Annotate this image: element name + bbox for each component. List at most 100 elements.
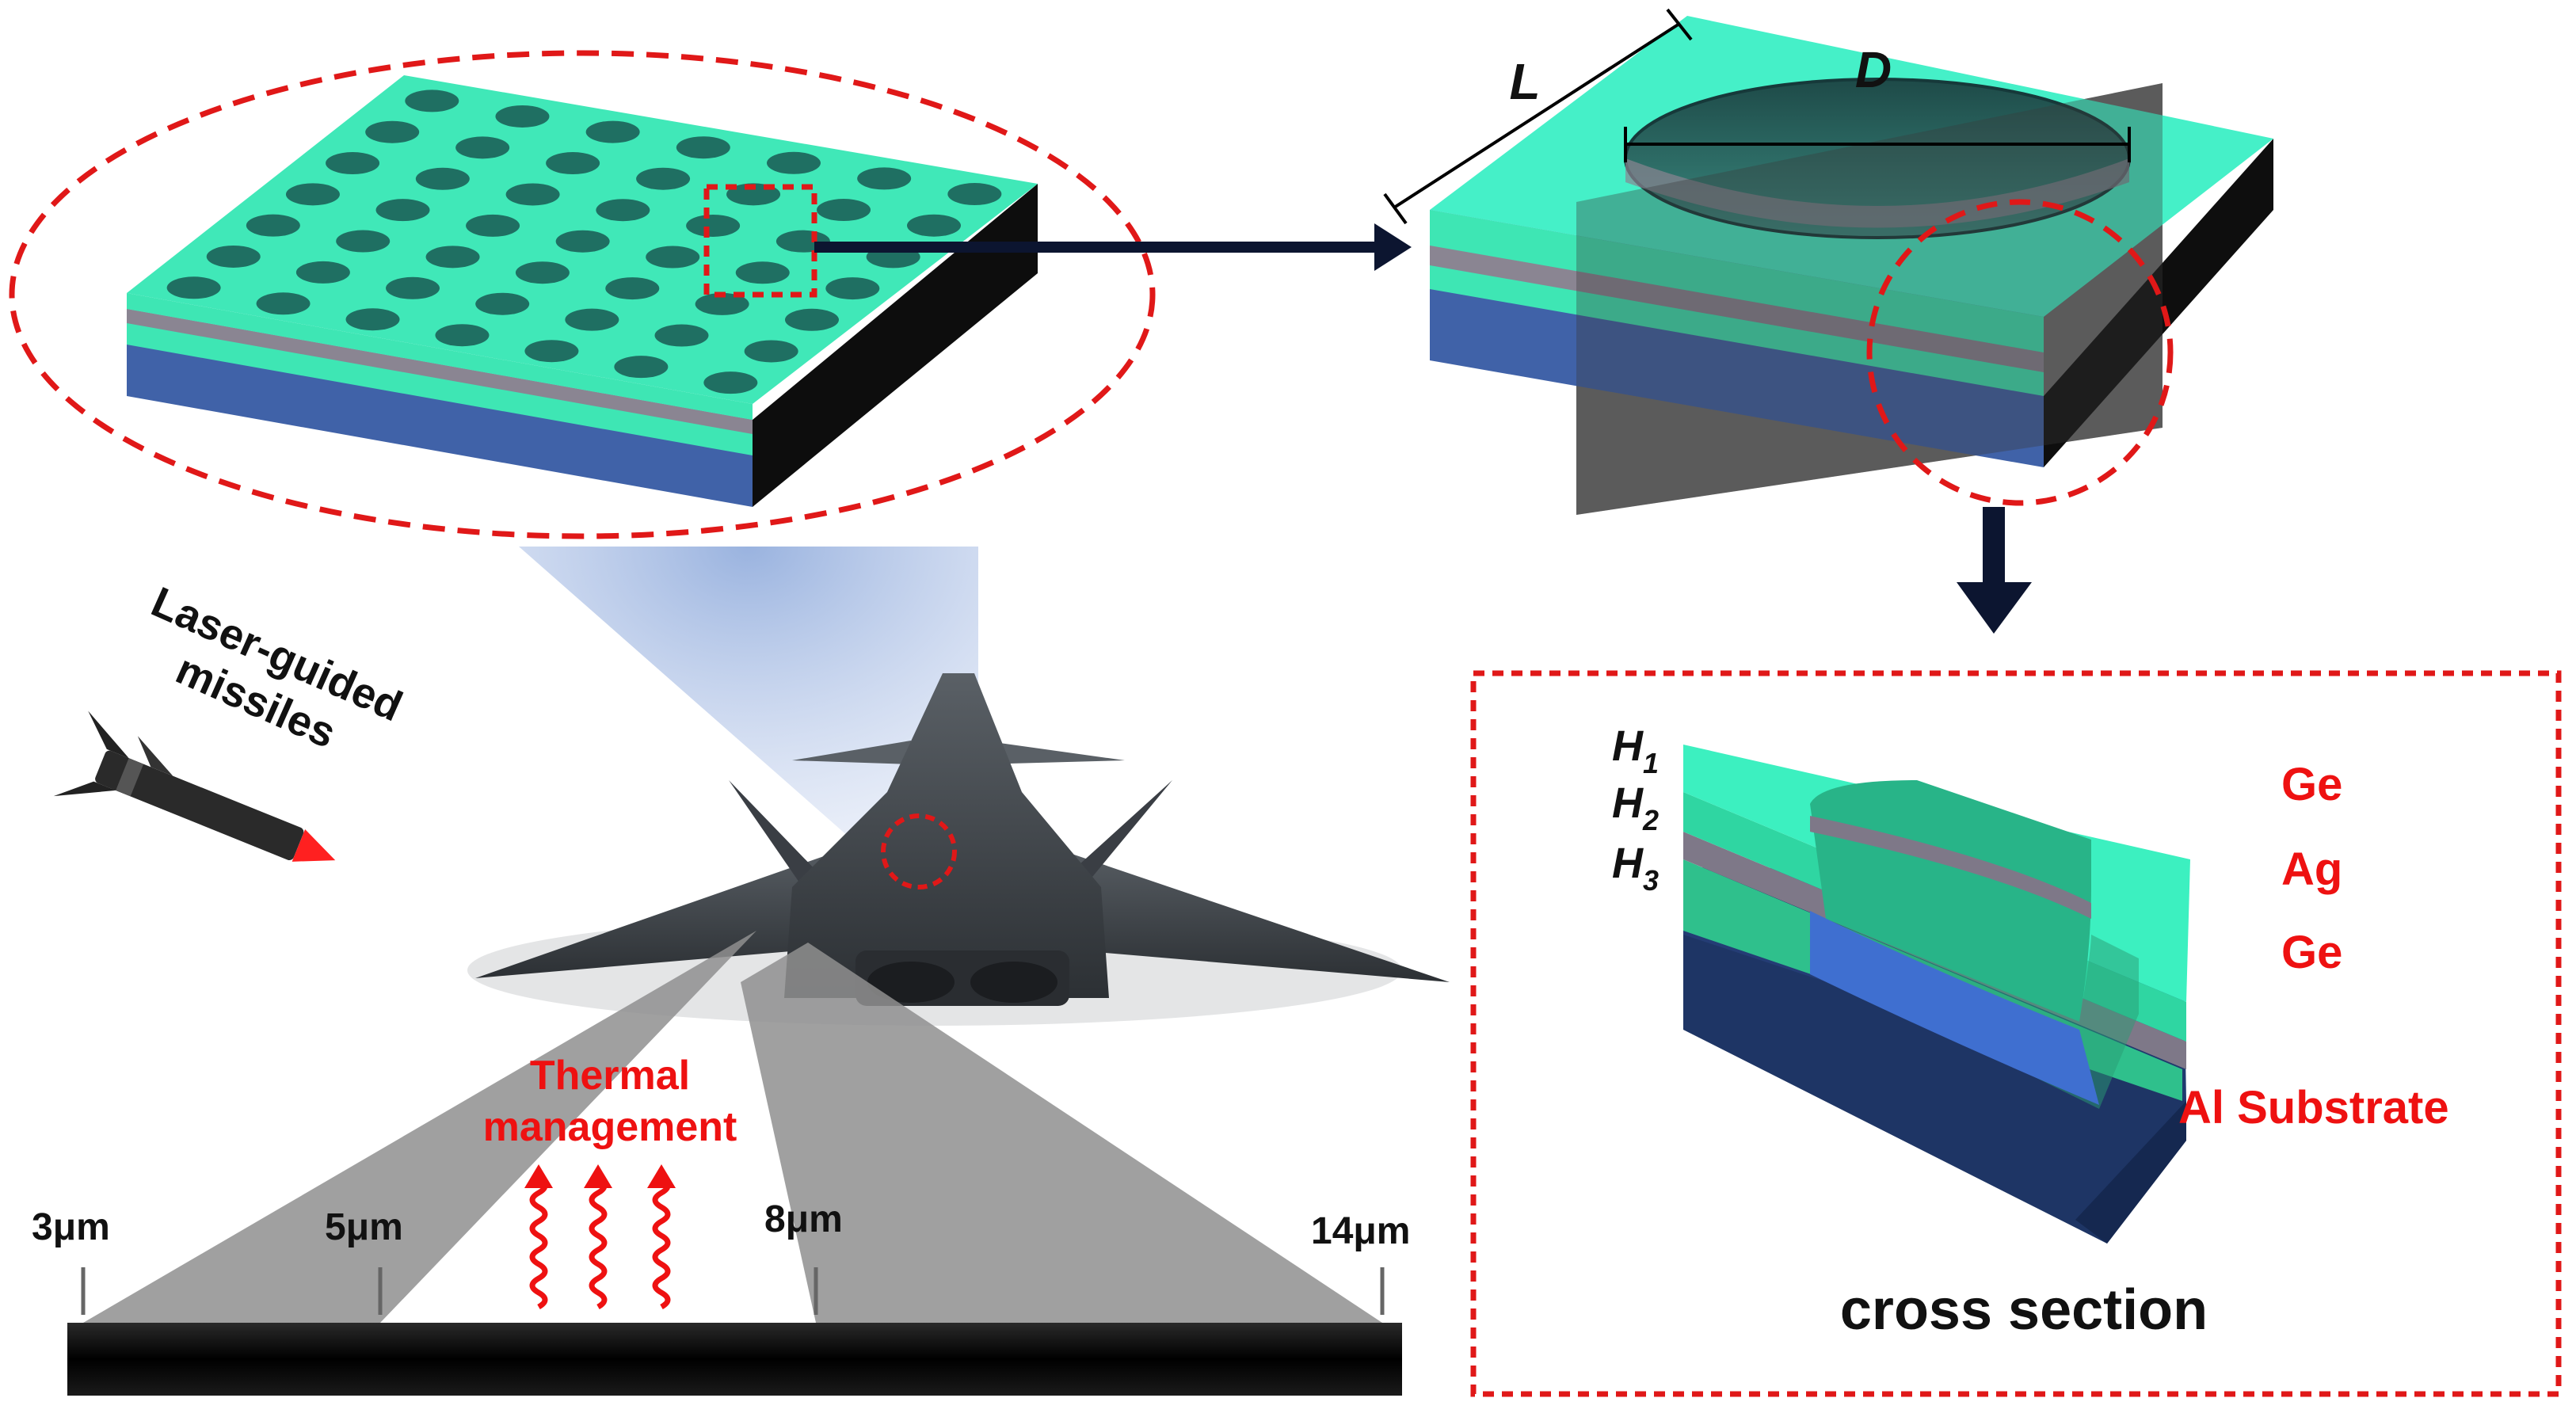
- hole: [565, 308, 619, 331]
- layer-label-substrate: Al Substrate: [2178, 1082, 2449, 1133]
- cell-ag: [1430, 246, 2044, 372]
- dim-l-label: L: [1509, 53, 1540, 110]
- fighter-jet: [467, 673, 1450, 1026]
- wedge-substrate-right: [2075, 1101, 2186, 1244]
- heat-wave-2: [589, 1175, 608, 1310]
- hole: [166, 276, 221, 299]
- zoom-arrow-right-head: [1374, 223, 1412, 271]
- slab-array: [9, 50, 1156, 539]
- hole: [614, 356, 669, 379]
- zoom-arrow-down-head: [1957, 582, 2032, 634]
- array-highlight-ellipse: [9, 50, 1156, 539]
- hole-array: [166, 90, 1002, 394]
- hole: [365, 120, 420, 143]
- band-window-8-14: [741, 943, 1382, 1323]
- hole: [605, 277, 660, 300]
- hole: [596, 199, 650, 222]
- h2-subscript: 2: [1642, 804, 1659, 836]
- hole: [246, 214, 300, 237]
- hole: [415, 167, 470, 190]
- dim-d-label: D: [1855, 41, 1892, 98]
- wedge-hole-floor: [1810, 911, 2099, 1105]
- h2-label: H2: [1612, 779, 1659, 836]
- heat-wave-head-2: [584, 1164, 612, 1188]
- hole: [405, 90, 459, 112]
- h1-label: H1: [1612, 722, 1659, 779]
- layer-label-ge-top: Ge: [2281, 759, 2342, 810]
- hole: [646, 246, 700, 269]
- hole: [466, 214, 520, 237]
- jet-highlight-circle: [881, 813, 957, 889]
- hole: [686, 214, 741, 237]
- hole: [817, 199, 871, 222]
- hole: [336, 230, 391, 253]
- hole: [546, 152, 600, 175]
- hole: [857, 167, 912, 190]
- thermal-label-line1: Thermal: [530, 1053, 690, 1099]
- heat-wave-3: [652, 1175, 671, 1310]
- h1-subscript: 1: [1643, 747, 1659, 779]
- hole: [455, 136, 510, 159]
- wedge-hole-ag-band: [1810, 816, 2091, 919]
- hole: [206, 245, 261, 268]
- cross-section-highlight-circle: [1866, 199, 2174, 506]
- hole: [386, 276, 440, 299]
- h3-subscript: 3: [1643, 864, 1659, 897]
- dim-l-tick-a: [1383, 192, 1408, 225]
- cross-section-box: [1470, 670, 2562, 1397]
- hole: [906, 214, 961, 237]
- spectrum-bar: [67, 1323, 1402, 1396]
- unit-cell: D L: [1383, 8, 2273, 515]
- hole: [703, 371, 758, 394]
- wavelength-5um: 5μm: [325, 1206, 403, 1248]
- band-window-3-5: [83, 931, 756, 1323]
- hole: [654, 324, 709, 347]
- hole: [295, 261, 350, 284]
- hole: [435, 324, 490, 347]
- hole: [695, 292, 749, 315]
- section-plane-front: [1576, 83, 2163, 515]
- hole: [766, 151, 821, 174]
- layer-label-ag: Ag: [2281, 844, 2342, 895]
- hole: [735, 261, 790, 284]
- hole: [636, 167, 691, 190]
- dim-l-line: [1393, 22, 1681, 209]
- wavelength-8um: 8μm: [764, 1198, 843, 1240]
- hole: [524, 340, 579, 363]
- hole: [375, 199, 430, 222]
- h2-letter: H: [1612, 779, 1644, 827]
- layer-label-ge-bottom: Ge: [2281, 927, 2342, 978]
- hole: [495, 105, 550, 128]
- hole: [285, 183, 340, 206]
- hole: [505, 183, 560, 206]
- hole: [676, 136, 730, 159]
- hole: [256, 292, 311, 315]
- wedge-substrate-front: [1683, 935, 2186, 1244]
- hole: [585, 120, 640, 143]
- h1-letter: H: [1612, 722, 1644, 770]
- h3-letter: H: [1612, 840, 1644, 887]
- wavelength-3um: 3μm: [32, 1206, 110, 1248]
- heat-wave-head-1: [524, 1164, 553, 1188]
- slab-ge-upper: [127, 293, 753, 420]
- hole: [515, 261, 570, 284]
- h3-label: H3: [1612, 840, 1659, 897]
- heat-wave-arrows: [524, 1164, 676, 1310]
- dim-l-tick-b: [1666, 8, 1693, 41]
- hole: [326, 152, 380, 175]
- zoom-arrow-down: [1983, 507, 2005, 590]
- heat-wave-head-3: [647, 1164, 676, 1188]
- hole: [744, 340, 798, 363]
- cross-section-caption: cross section: [1840, 1278, 2208, 1342]
- hole: [784, 308, 839, 331]
- hole: [825, 277, 880, 300]
- hole: [425, 246, 480, 269]
- hole: [555, 230, 610, 253]
- cell-hole-ag-ring: [1625, 158, 2129, 228]
- cross-section-wedge: [1683, 745, 2190, 1244]
- hole: [475, 292, 530, 315]
- slab-side-dark: [753, 184, 1038, 507]
- hole: [947, 183, 1002, 206]
